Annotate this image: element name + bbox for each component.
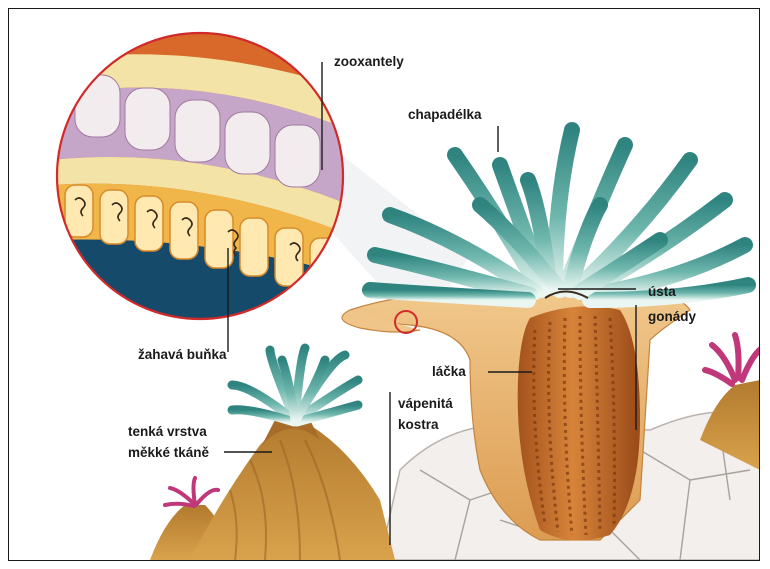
magnified-tissue [50,30,350,330]
label-gonady: gonády [648,309,696,324]
label-lacka: láčka [432,364,466,379]
label-tenka-vrstva-2: měkké tkáně [128,445,210,460]
label-chapadelka: chapadélka [408,107,482,122]
gastric-cavity [518,306,640,540]
label-vapenita-2: kostra [398,417,439,432]
magenta-polyp-small [165,478,218,506]
magenta-polyp-right [705,335,762,384]
left-coral-mound [190,420,395,560]
label-zooxantely: zooxantely [334,54,404,69]
label-usta: ústa [648,284,676,299]
label-vapenita-1: vápenitá [398,396,453,411]
label-tenka-vrstva-1: tenká vrstva [128,424,207,439]
small-polyp-tentacles [232,348,358,422]
tentacle-crown [370,130,748,300]
label-zahava-bunka: žahavá buňka [138,347,227,362]
